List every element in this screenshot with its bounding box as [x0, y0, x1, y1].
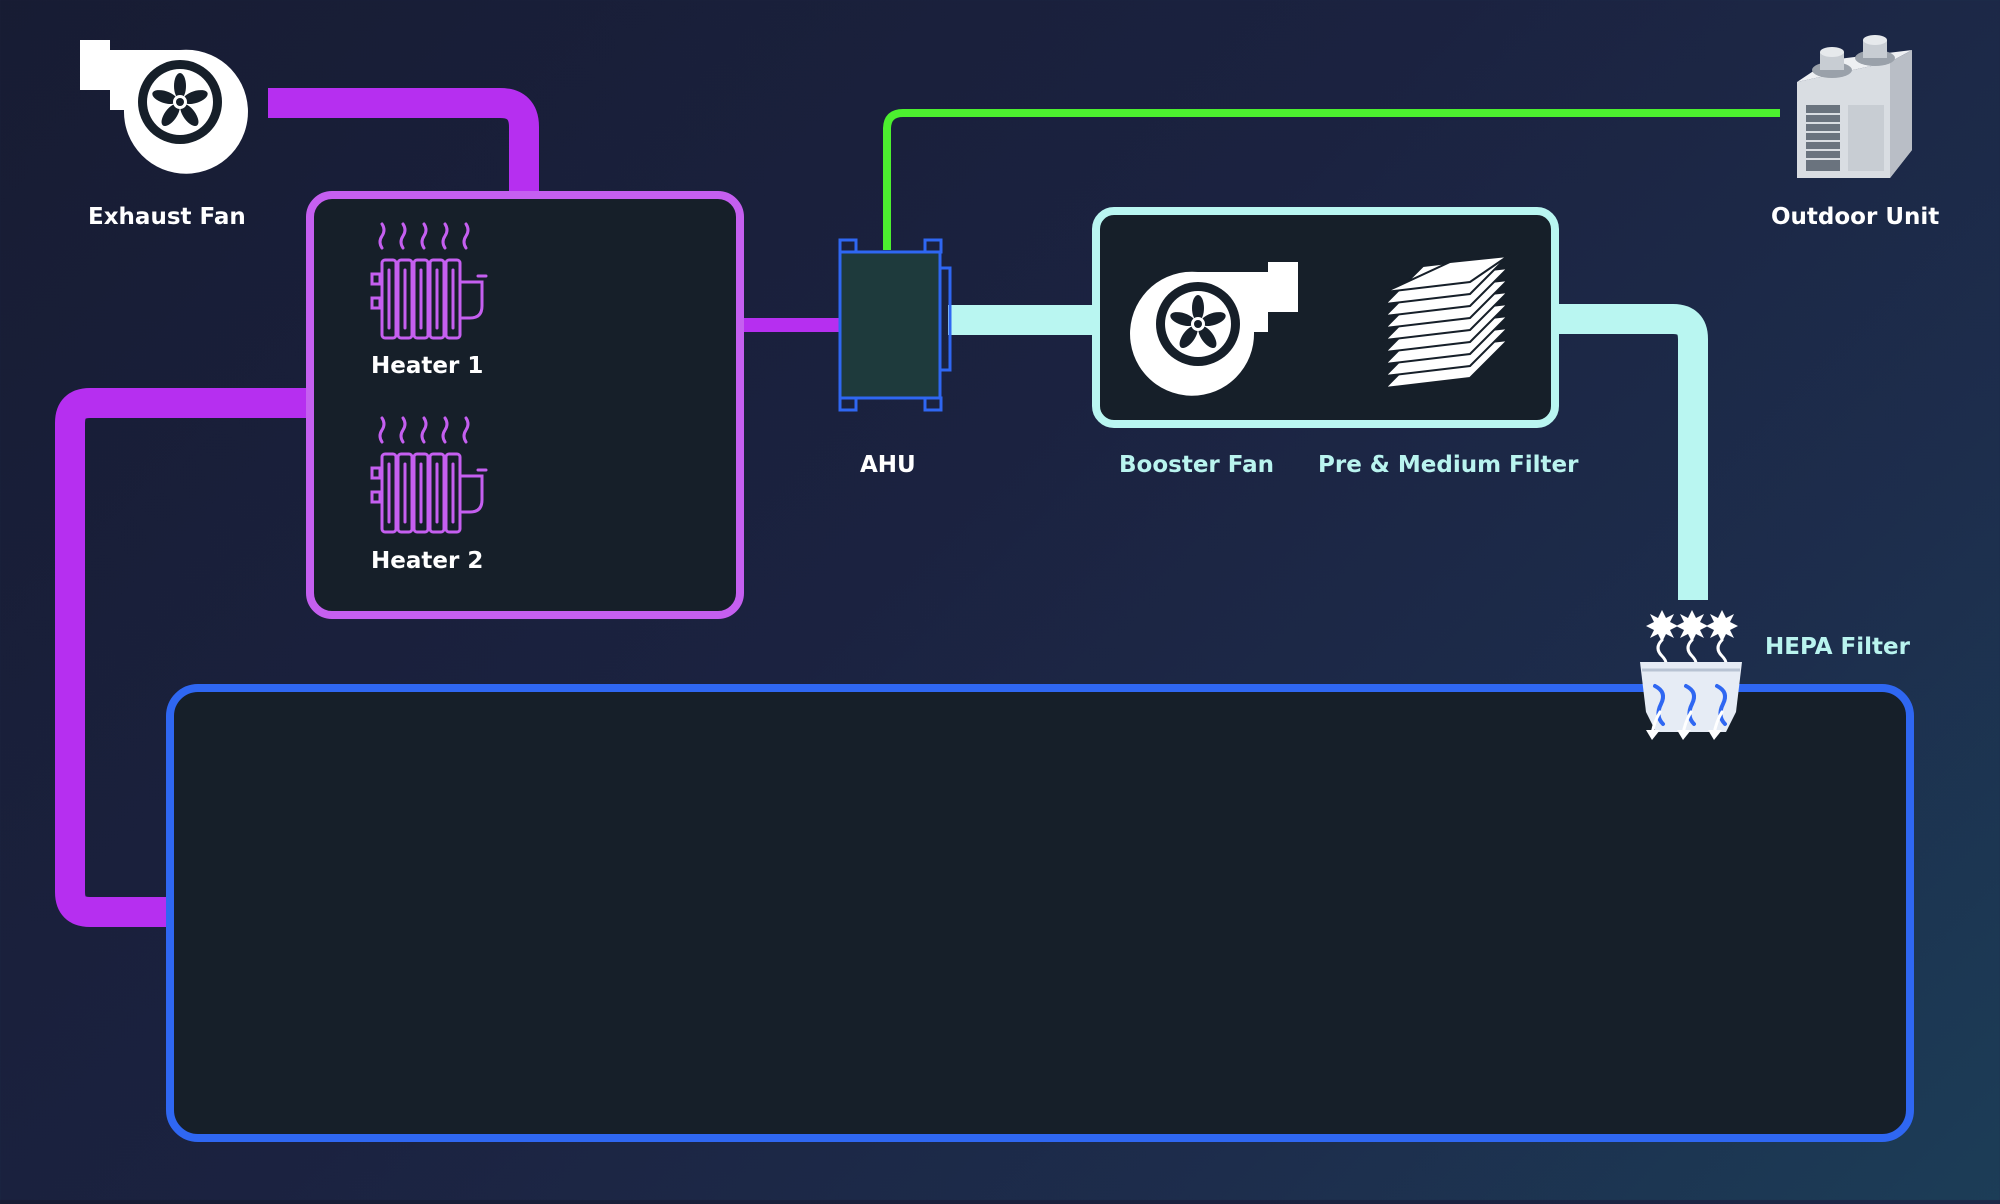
ahu-icon — [838, 238, 952, 412]
room-box — [166, 684, 1914, 1142]
ahu-label: AHU — [860, 452, 916, 478]
filter-stack-icon — [1382, 254, 1511, 390]
pre-medium-filter-label: Pre & Medium Filter — [1318, 452, 1579, 478]
condenser-unit-icon — [1797, 35, 1912, 178]
exhaust-duct-return — [55, 388, 308, 927]
heater-2-label: Heater 2 — [371, 548, 484, 574]
exhaust-fan-icon — [80, 40, 248, 174]
supply-duct-to-hepa — [1555, 304, 1708, 600]
heater-box — [306, 191, 744, 619]
exhaust-duct-top — [268, 88, 539, 195]
booster-fan-label: Booster Fan — [1119, 452, 1275, 478]
outdoor-unit-label: Outdoor Unit — [1771, 204, 1940, 230]
heater-1-label: Heater 1 — [371, 353, 484, 379]
supply-duct-ahu-to-booster — [948, 305, 1098, 335]
hepa-filter-label: HEPA Filter — [1765, 634, 1910, 660]
refrigerant-line — [883, 109, 1780, 250]
hepa-filter-icon — [1640, 610, 1742, 740]
exhaust-fan-label: Exhaust Fan — [88, 204, 246, 230]
